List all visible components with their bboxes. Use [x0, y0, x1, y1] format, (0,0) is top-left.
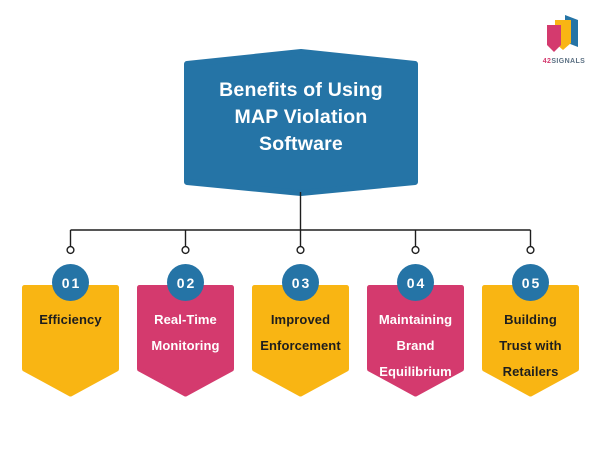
benefit-label-line: Enforcement [260, 338, 341, 353]
header-banner-shape [184, 49, 418, 196]
pennant-polygon [482, 285, 579, 397]
pennant-banner-shape [252, 285, 349, 397]
pennant-polygon [22, 285, 119, 397]
pennant-banner-shape [482, 285, 579, 397]
benefit-label-line: Equilibrium [379, 364, 452, 379]
brand-name-suffix: SIGNALS [551, 58, 586, 65]
pennant-banner-shape [137, 285, 234, 397]
brand-name: 42SIGNALS [533, 57, 595, 66]
benefit-label-line: Improved [270, 312, 331, 327]
brand-name-prefix: 42 [542, 58, 552, 65]
pennant-banner-shape [22, 285, 119, 397]
benefit-label-line: Monitoring [151, 338, 220, 353]
connector-node [66, 245, 75, 255]
connector-node [181, 245, 190, 255]
number-badge: 03 [282, 264, 319, 301]
connector-lines [66, 192, 535, 255]
pennant-banner-shape [367, 285, 464, 397]
header-hexagon [184, 49, 418, 196]
connector-node [411, 245, 420, 255]
benefit-label-line: Efficiency [39, 312, 102, 327]
pennant-polygon [137, 285, 234, 397]
number-badge: 01 [52, 264, 89, 301]
benefit-label-line: Trust with [499, 338, 562, 353]
number-badge: 05 [512, 264, 549, 301]
benefit-label-line: Brand [396, 338, 435, 353]
brand-logo: 42SIGNALS [533, 13, 595, 69]
connector-node [296, 245, 305, 255]
number-badge: 02 [167, 264, 204, 301]
benefit-label-line: Building [504, 312, 557, 327]
number-badge: 04 [397, 264, 434, 301]
pennant-polygon [252, 285, 349, 397]
page-title: Benefits of Using MAP Violation Software [183, 77, 419, 158]
page-title-line: Software [259, 133, 343, 155]
cube-logo-icon [547, 15, 578, 52]
connector-node [526, 245, 535, 255]
page-title-line: Benefits of Using [219, 79, 383, 101]
cube-face-pink [547, 25, 561, 52]
benefit-label: Efficiency [22, 307, 119, 333]
benefit-label-line: Maintaining [378, 312, 453, 327]
benefit-item: 01 Efficiency [22, 262, 119, 402]
pennant-polygon [367, 285, 464, 397]
benefit-label-line: Real-Time [154, 312, 217, 327]
benefit-label-line: Retailers [502, 364, 559, 379]
page-title-line: MAP Violation [234, 106, 368, 128]
